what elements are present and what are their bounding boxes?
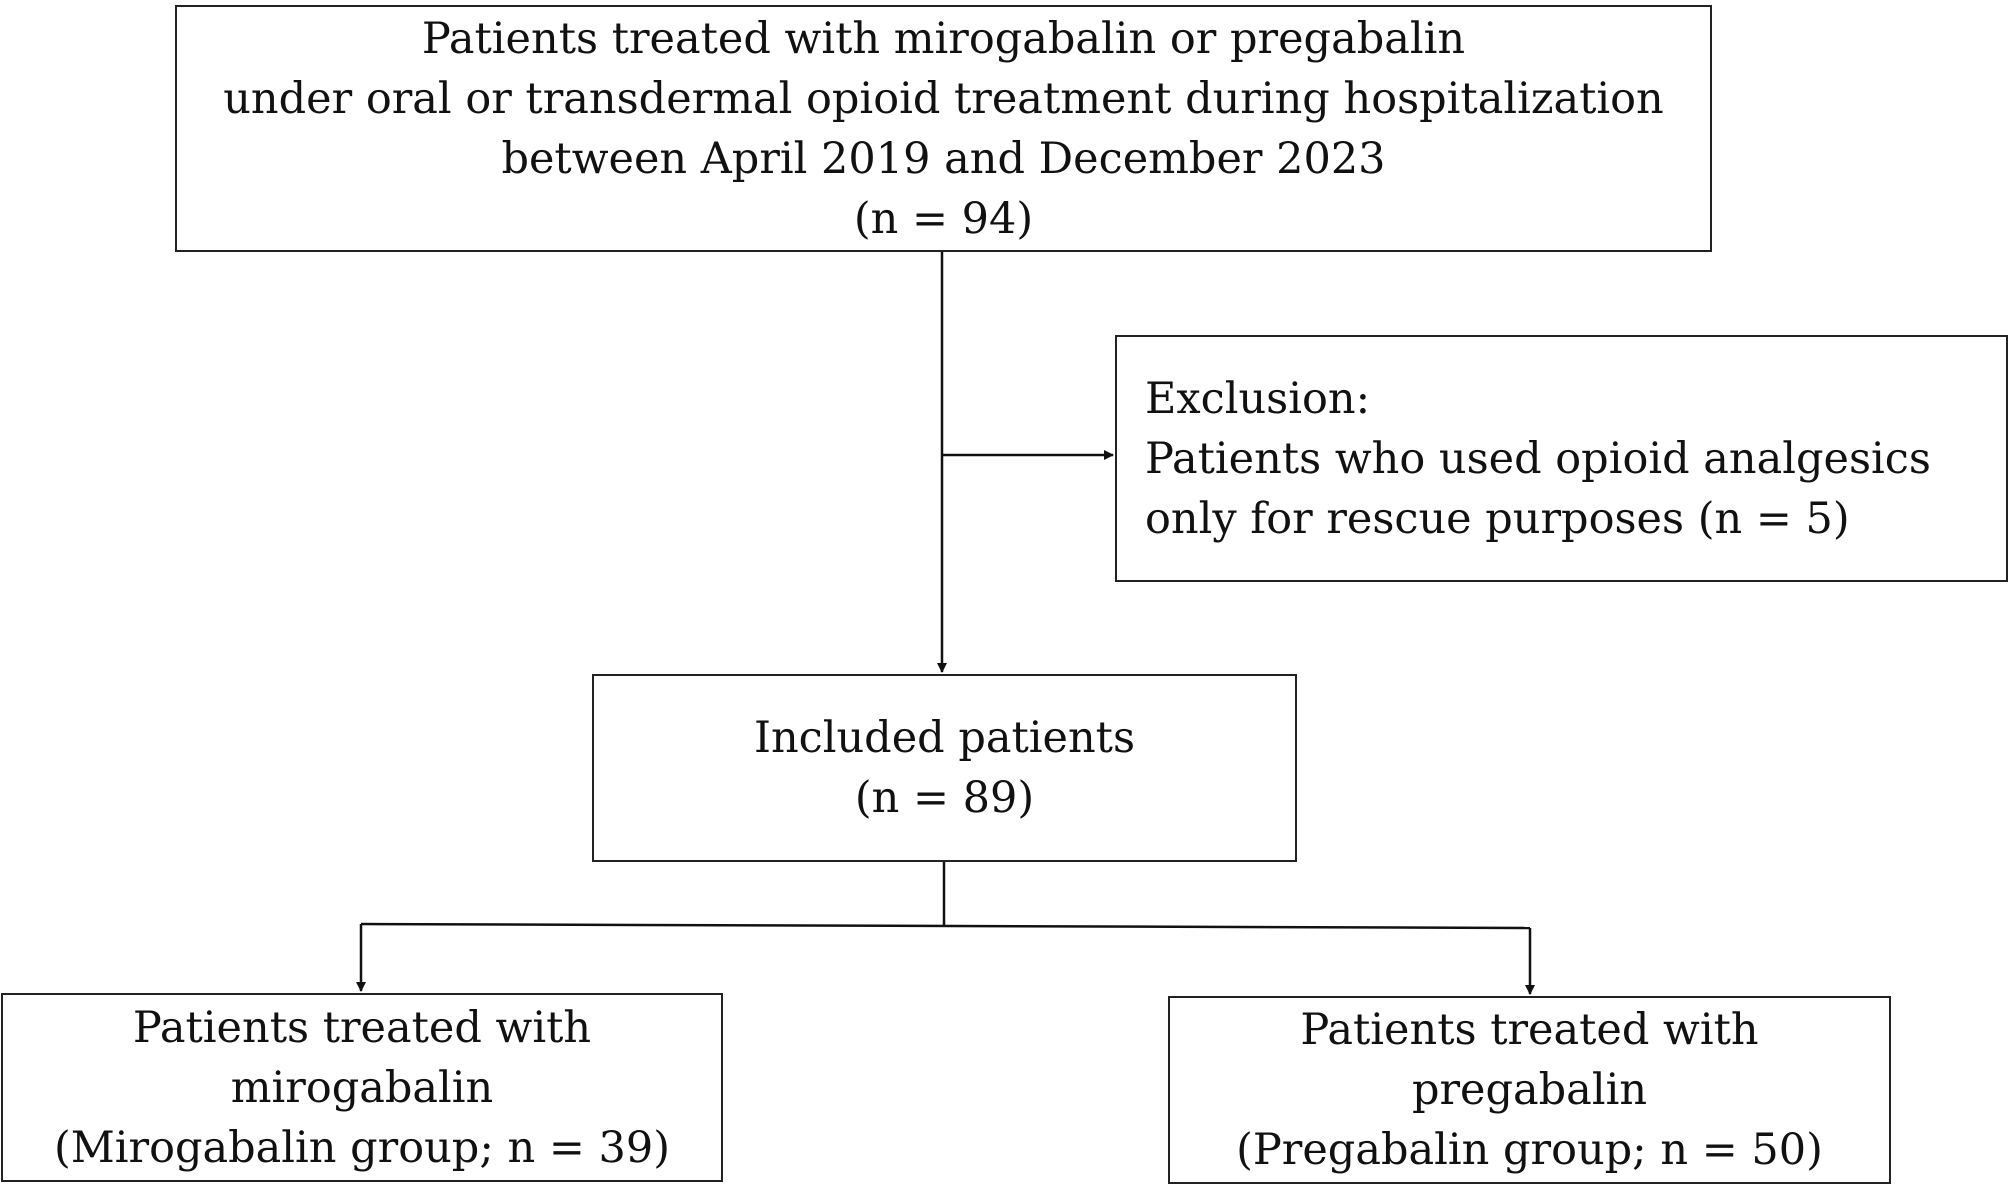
source-population-line: under oral or transdermal opioid treatme… xyxy=(223,73,1664,124)
mirogabalin-group-line: Patients treated with xyxy=(132,1002,592,1053)
included-patients-box: Included patients (n = 89) xyxy=(592,674,1297,862)
exclusion-box: Exclusion: Patients who used opioid anal… xyxy=(1115,335,2008,582)
pregabalin-group-count: (Pregabalin group; n = 50) xyxy=(1236,1125,1823,1175)
mirogabalin-group-line: mirogabalin xyxy=(230,1062,494,1113)
source-population-line: between April 2019 and December 2023 xyxy=(501,133,1386,184)
pregabalin-group-box: Patients treated with pregabalin (Pregab… xyxy=(1168,996,1891,1184)
included-patients-count: (n = 89) xyxy=(854,773,1035,823)
connector-split-horizontal xyxy=(360,922,1531,930)
pregabalin-group-line: pregabalin xyxy=(1411,1065,1648,1115)
pregabalin-group-line: Patients treated with xyxy=(1300,1005,1759,1055)
source-population-line: Patients treated with mirogabalin or pre… xyxy=(421,13,1466,64)
source-population-box: Patients treated with mirogabalin or pre… xyxy=(175,5,1712,252)
exclusion-heading: Exclusion: xyxy=(1145,373,1371,424)
mirogabalin-group-box: Patients treated with mirogabalin (Mirog… xyxy=(1,993,723,1182)
mirogabalin-group-count: (Mirogabalin group; n = 39) xyxy=(53,1122,671,1173)
exclusion-reason-line: only for rescue purposes (n = 5) xyxy=(1145,493,1850,544)
included-patients-label: Included patients xyxy=(753,713,1136,763)
exclusion-reason-line: Patients who used opioid analgesics xyxy=(1145,433,1931,484)
source-population-count: (n = 94) xyxy=(853,193,1034,244)
